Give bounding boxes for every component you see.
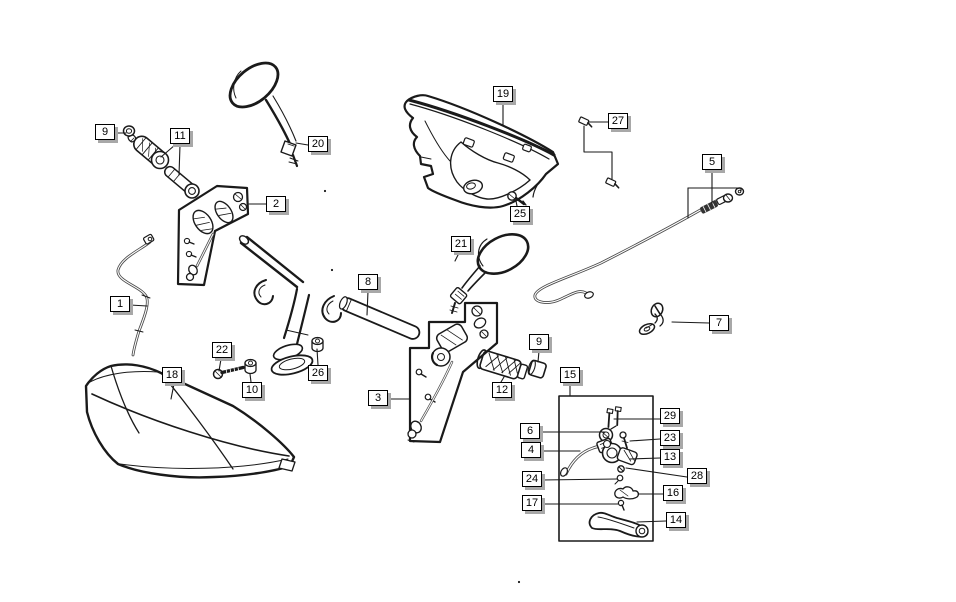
leader-line-lever-screw [629,438,661,442]
print-specks [323,189,521,584]
callout-flange-nut-right[interactable]: 26 [308,365,328,381]
handlebar-drawing [238,235,421,376]
leader-line-throttle-grip [500,376,505,383]
callout-brake-lever[interactable]: 14 [666,512,686,528]
callout-throttle-grip[interactable]: 12 [492,382,512,398]
rear-cover-drawing [84,363,296,479]
leader-line-clamp-bolt [218,358,222,372]
throttle-cable-drawing [533,187,745,304]
callout-bracket-screw[interactable]: 17 [522,495,542,511]
flange-nut-right-drawing [311,336,324,353]
callout-right-mirror[interactable]: 21 [451,236,471,252]
clamp-bolt-drawing [212,365,248,380]
callout-handlebar[interactable]: 8 [358,274,378,290]
leader-line-cable-bracket [671,321,710,324]
front-cover-drawing [403,94,560,209]
leader-line-brake-lever [636,520,667,523]
callout-cable-bracket[interactable]: 7 [709,315,729,331]
left-mirror-drawing [228,61,299,168]
left-grip-drawing [133,135,200,199]
callout-lever-bracket[interactable]: 16 [663,485,683,501]
leader-line-cover-screw [515,200,518,207]
leader-line-bar-end-cap-right [537,350,540,363]
left-cable-drawing [116,233,155,357]
callout-bar-end-cap-right[interactable]: 9 [529,334,549,350]
leader-line-flange-nut-right [316,348,319,366]
cover-screw-drawing [507,191,527,206]
leader-line-left-grip-set [160,144,176,158]
callout-front-handlebar-cover[interactable]: 19 [493,86,513,102]
callout-cover-screws[interactable]: 27 [608,113,628,129]
callout-pivot-bolt[interactable]: 28 [687,468,707,484]
cable-bracket-drawing [638,302,664,336]
callout-lever-holder[interactable]: 13 [660,449,680,465]
cover-screws-drawing [578,116,620,189]
callout-bar-end-cap-left[interactable]: 9 [95,124,115,140]
callout-left-cable[interactable]: 1 [110,296,130,312]
callout-brake-lever-group[interactable]: 15 [560,367,580,383]
leader-lines [114,102,742,523]
callout-throttle-cable[interactable]: 5 [702,154,722,170]
callout-lever-clamp[interactable]: 6 [520,423,540,439]
leader-line-right-mirror [454,252,460,262]
leader-line-handlebar [366,290,369,316]
leader-line-pivot-bolt [625,467,688,478]
callout-rear-handlebar-cover[interactable]: 18 [162,367,182,383]
leader-line-lever-holder [629,457,661,460]
callout-left-grip-set[interactable]: 11 [170,128,190,144]
leader-line-cover-screws [583,125,613,180]
bar-end-cap-left-drawing [122,125,137,143]
callout-brake-cable-elbow[interactable]: 4 [521,442,541,458]
leader-line-left-cable [129,304,148,307]
callout-clamp-bolt[interactable]: 22 [212,342,232,358]
brake-lever-group-drawing [558,395,654,542]
callout-throttle-assembly-group[interactable]: 3 [368,390,388,406]
right-mirror-drawing [449,233,530,314]
callout-lever-screw[interactable]: 23 [660,430,680,446]
flange-nut-left-drawing [244,358,257,375]
callout-flange-nut-left[interactable]: 10 [242,382,262,398]
callout-cover-screw[interactable]: 25 [510,206,530,222]
leader-line-flange-nut-left [249,373,252,383]
throttle-group-drawing [407,301,499,444]
switch-group-drawing [176,184,250,287]
callout-clamp-screws[interactable]: 29 [660,408,680,424]
callout-switch-assembly-group[interactable]: 2 [266,196,286,212]
callout-left-mirror[interactable]: 20 [308,136,328,152]
callout-adjuster-pin[interactable]: 24 [522,471,542,487]
leader-line-rear-handlebar-cover [170,383,175,400]
leader-line-left-mirror [295,142,309,146]
leader-line-adjuster-pin [541,478,618,481]
leader-line-left-grip-set [178,144,181,176]
bar-end-cap-right-drawing [527,359,547,379]
